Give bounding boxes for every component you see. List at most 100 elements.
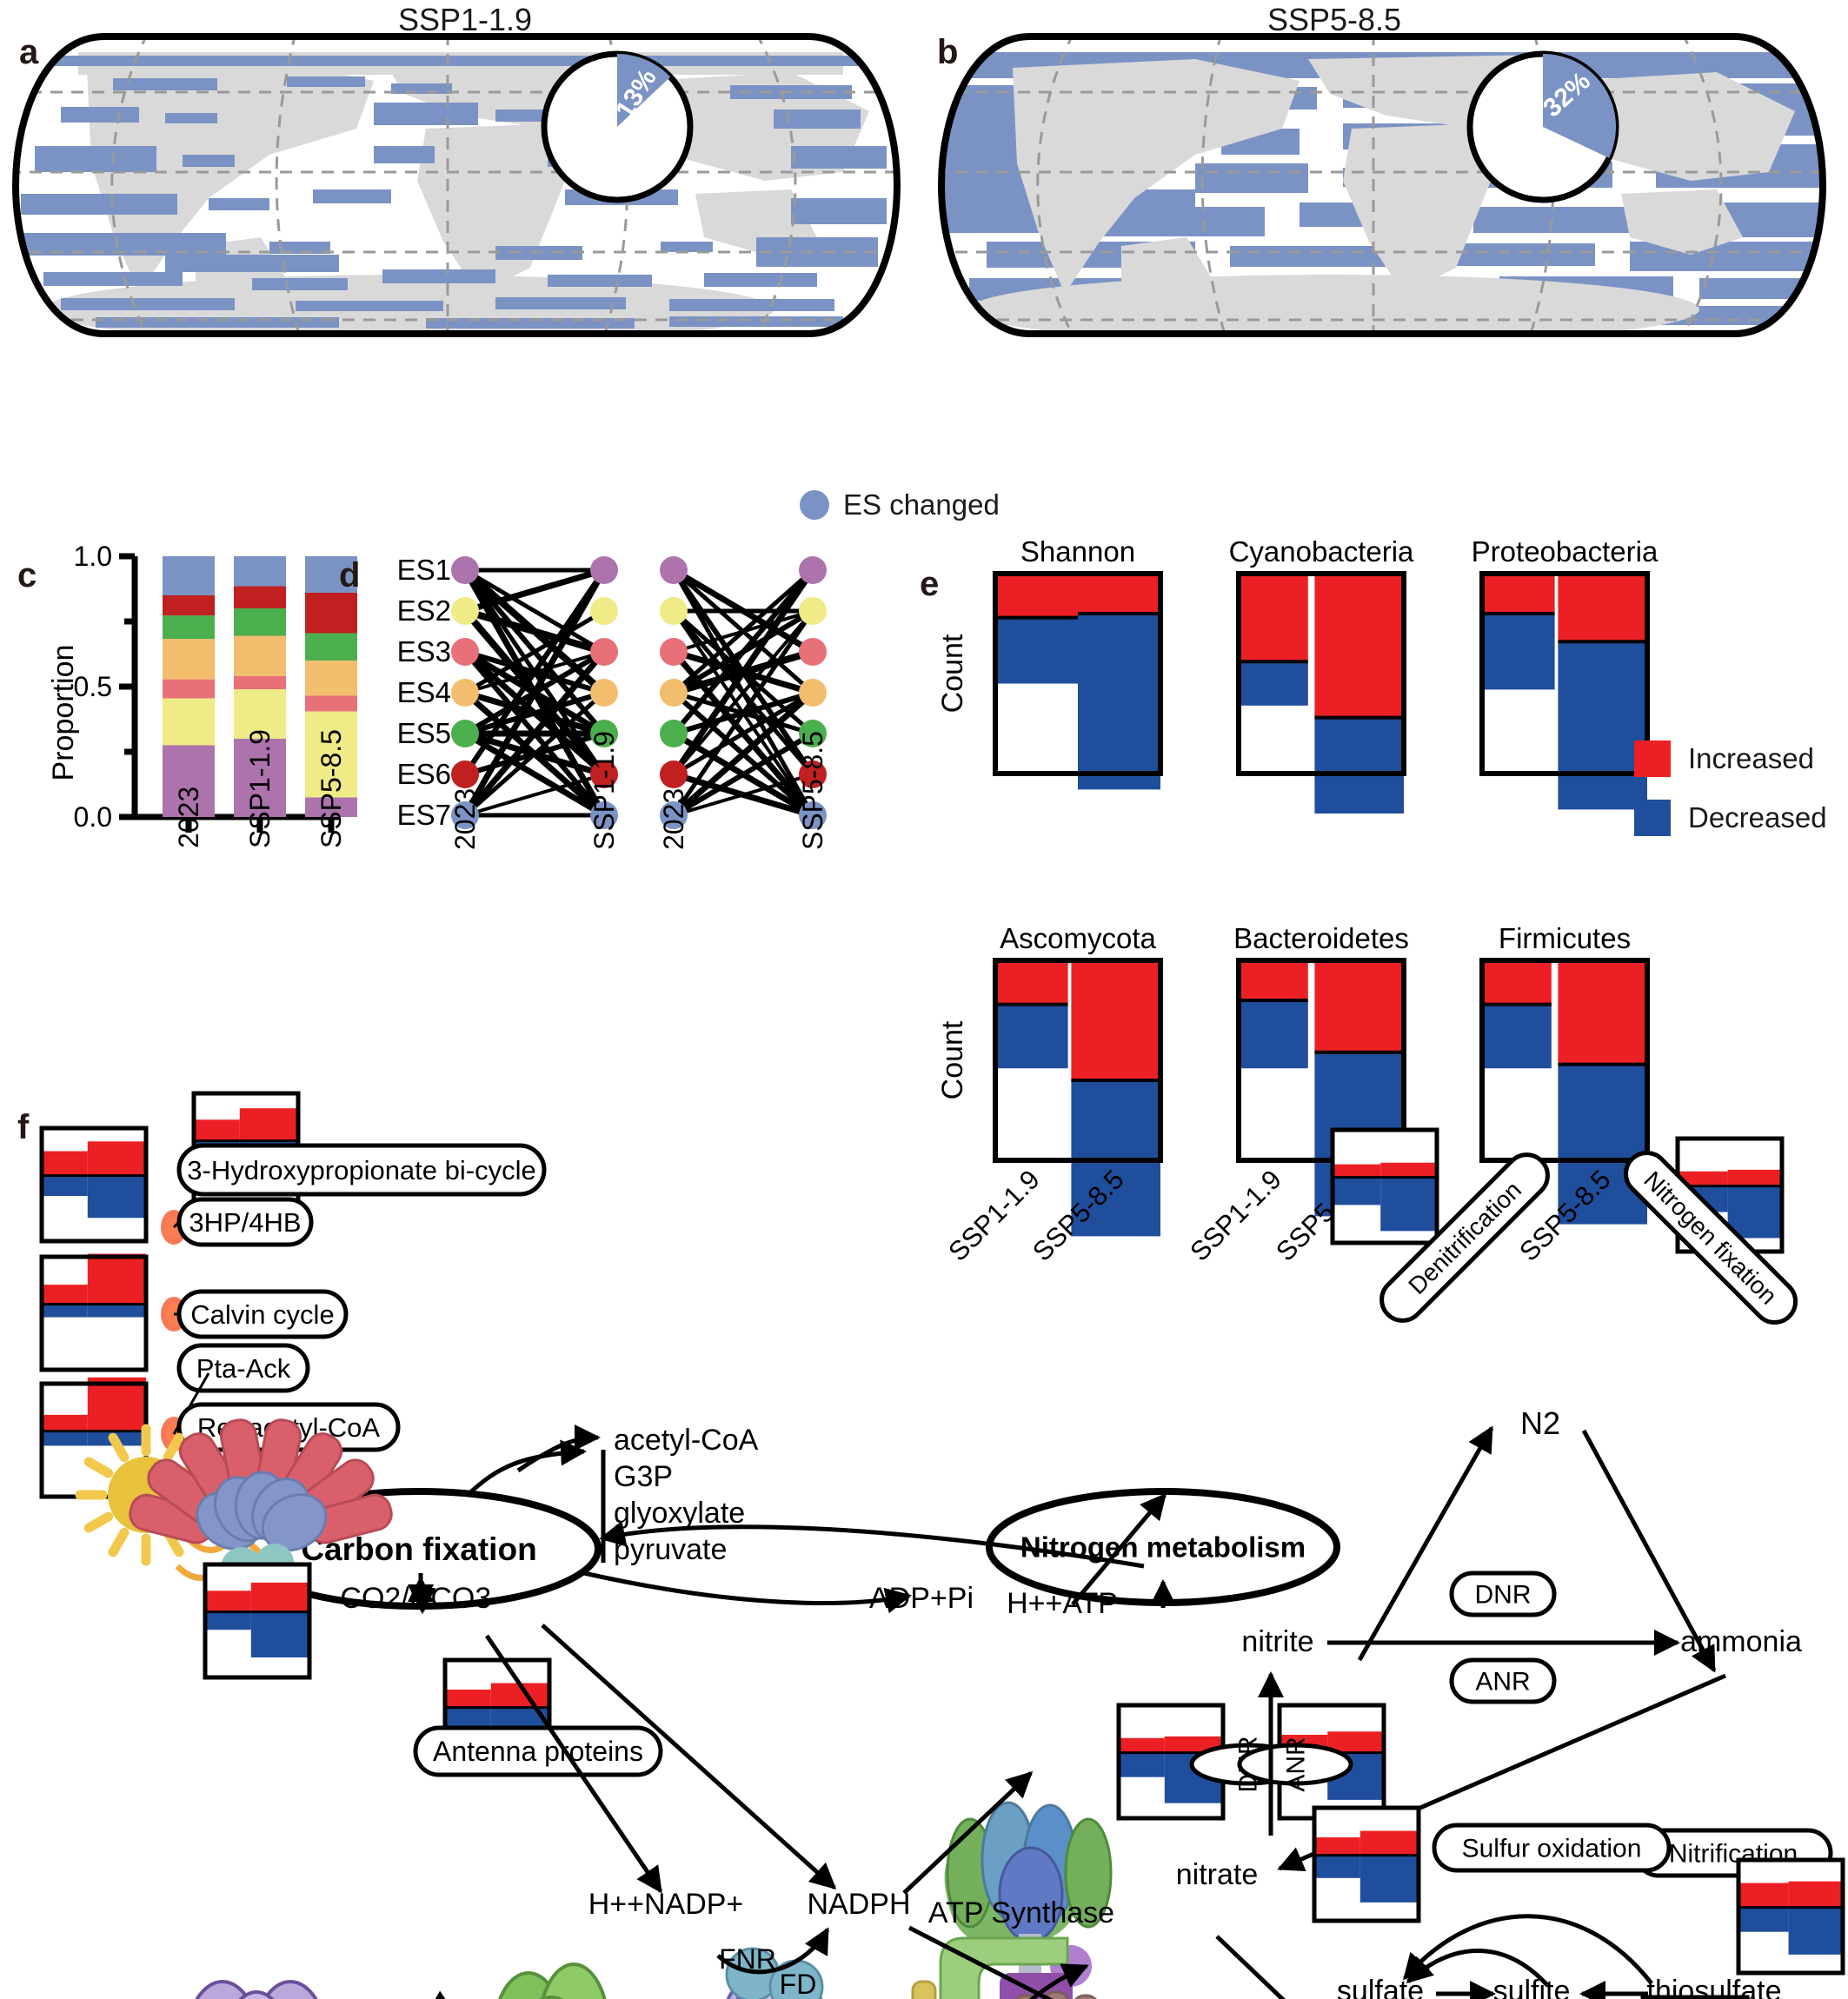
bar-segment-ES2 [305,711,357,798]
increased-bar [1482,574,1555,614]
arrow-h-to-atp [1028,1963,1089,1999]
es-changed-swatch [800,490,829,520]
network-edge [464,690,605,736]
svg-text:Sulfur oxidation: Sulfur oxidation [1462,1835,1642,1863]
label-nadph: NADPH [807,1888,910,1921]
node-ES5-left [660,720,688,747]
bar-segment-ES1 [305,797,357,817]
network-edge [672,690,814,777]
svg-text:ANR: ANR [1282,1737,1311,1791]
node-label-ES7: ES7 [397,799,451,831]
node-ES7-left [451,801,479,829]
network-edge [462,568,608,817]
label-n2: N2 [1520,1405,1560,1441]
svg-text:3HP/4HB: 3HP/4HB [189,1207,301,1238]
ellipse-nitrogen-metabolism: Nitrogen metabolism [986,1488,1340,1606]
y-tick-label: 0.5 [74,671,112,702]
map-legend: ES changed [800,488,1000,521]
network-edge [672,731,814,818]
label-thiosulfate: thiosulfate [1647,1975,1782,1999]
bar-segment-ES7 [163,556,215,595]
node-ES6-left [660,760,688,788]
panel-b-title: SSP5-8.5 [1266,2,1402,37]
label-nitrite: nitrite [1241,1625,1313,1658]
axis-label-left: 2023 [449,788,481,850]
node-ES3-left [660,638,688,666]
bar-segment-ES6 [305,593,357,634]
svg-text:Calvin cycle: Calvin cycle [190,1299,334,1330]
node-ES7-left [660,801,688,829]
pill-calvin: Calvin cycle [176,1289,349,1339]
minichart-denitrification [1330,1127,1439,1245]
panel-a-pie: 13% [541,50,694,203]
minichart-nitrification [1736,1857,1845,1976]
subplot-ylabel: Count [936,634,969,713]
bar-segment-ES1 [234,739,286,817]
node-label-ES5: ES5 [397,717,451,749]
arrow-oxid-1 [1403,1914,1653,1985]
svg-text:3-Hydroxypropionate bi-cycle: 3-Hydroxypropionate bi-cycle [187,1155,535,1185]
increased-bar [1558,960,1647,1065]
panel-e-letter: e [920,565,940,603]
node-ES4-right [590,679,618,707]
increased-bar [1558,574,1647,642]
map-outline [937,33,1827,337]
cytb6f-complex [498,1962,607,1999]
panel-c-letter: c [17,556,37,594]
node-ES4-left [451,679,479,707]
network-edge [671,690,815,818]
network-edge [673,773,814,817]
increased-bar [995,574,1078,618]
axis-label-right: SSP5-8.5 [797,731,828,850]
panel-b-map: 32% [930,33,1834,337]
node-ES1-right [799,556,827,584]
decreased-bar [1314,717,1404,814]
bar-segment-ES4 [305,661,357,696]
pill-hp4hb: 3HP/4HB [176,1197,314,1247]
node-ES1-left [660,556,688,584]
subplot-title-3: Ascomycota [1000,922,1156,954]
subplot-title-1: Cyanobacteria [1229,535,1414,568]
label-atp-synthase: ATP Synthase [928,1896,1114,1929]
pill-pta-ack: Pta-Ack [176,1343,310,1393]
node-ES3-left [451,638,479,666]
decreased-bar [1482,614,1555,690]
map-outline [11,33,901,337]
bar-segment-ES3 [305,695,357,712]
panel-b-pie: 32% [1466,50,1619,203]
bar-segment-ES2 [234,689,286,739]
subplot-ylabel: Count [936,1020,969,1099]
arrow-oxid-2 [1406,1949,1549,1987]
decreased-label: Decreased [1688,801,1827,833]
increased-bar [995,960,1068,1005]
pill-hydroxypropionate: 3-Hydroxypropionate bi-cycle [176,1143,547,1197]
label-h-atp: H++ATP [1007,1587,1118,1620]
node-ES5-right [799,720,827,747]
network-edge [463,608,606,655]
panel-c-ylabel: Proportion [47,645,80,781]
label-ammonia: ammonia [1680,1625,1802,1658]
bar-segment-ES5 [234,608,286,636]
node-ES4-left [660,679,688,707]
bar-segment-ES4 [234,635,286,676]
panel-b-title-wrap: SSP5-8.5 [991,2,1678,38]
label-fd: FD [780,1969,817,1999]
node-ES5-right [590,720,618,747]
decreased-swatch [1634,800,1671,836]
network-edge [463,568,606,654]
panel-a-letter: a [19,33,39,71]
decreased-bar [995,617,1078,684]
network-edge [464,567,605,614]
svg-text:ANR: ANR [1475,1668,1530,1697]
label-pq: PQ [376,1993,421,1999]
x-tick-label: SSP1-1.9 [244,729,276,848]
arrow-denitrification [1357,1425,1494,1662]
network-edge [671,568,815,735]
bar-segment-ES1 [163,745,215,817]
network-edge [462,568,607,776]
network-edge [463,608,606,695]
bar-segment-ES7 [305,556,357,593]
subplot-title-5: Firmicutes [1499,922,1631,954]
bar-segment-ES2 [163,698,215,746]
